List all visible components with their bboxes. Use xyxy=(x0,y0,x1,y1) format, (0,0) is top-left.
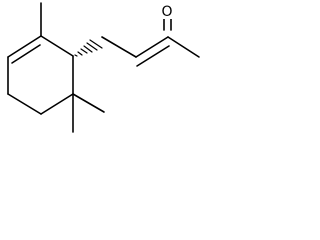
oxygen-label-bg xyxy=(159,3,175,19)
bond-methyl-c6-a xyxy=(72,93,105,113)
bond-ring-c4-c5 xyxy=(7,93,42,115)
oxygen-atom-label: O xyxy=(161,4,172,20)
bond-ring-c2-c1 xyxy=(40,35,74,57)
bond-chain-3 xyxy=(167,36,200,58)
bond-ring-c2-c3-double xyxy=(11,44,41,64)
bond-ring-c5-c6 xyxy=(40,93,74,115)
stereo-hash-bond xyxy=(74,39,103,57)
bond-ring-c2-c3 xyxy=(7,35,42,58)
bond-chain-2-double xyxy=(136,45,170,67)
bond-chain-1 xyxy=(101,36,137,58)
chemical-structure-diagram: O xyxy=(7,2,200,133)
bond-chain-2 xyxy=(135,36,169,58)
